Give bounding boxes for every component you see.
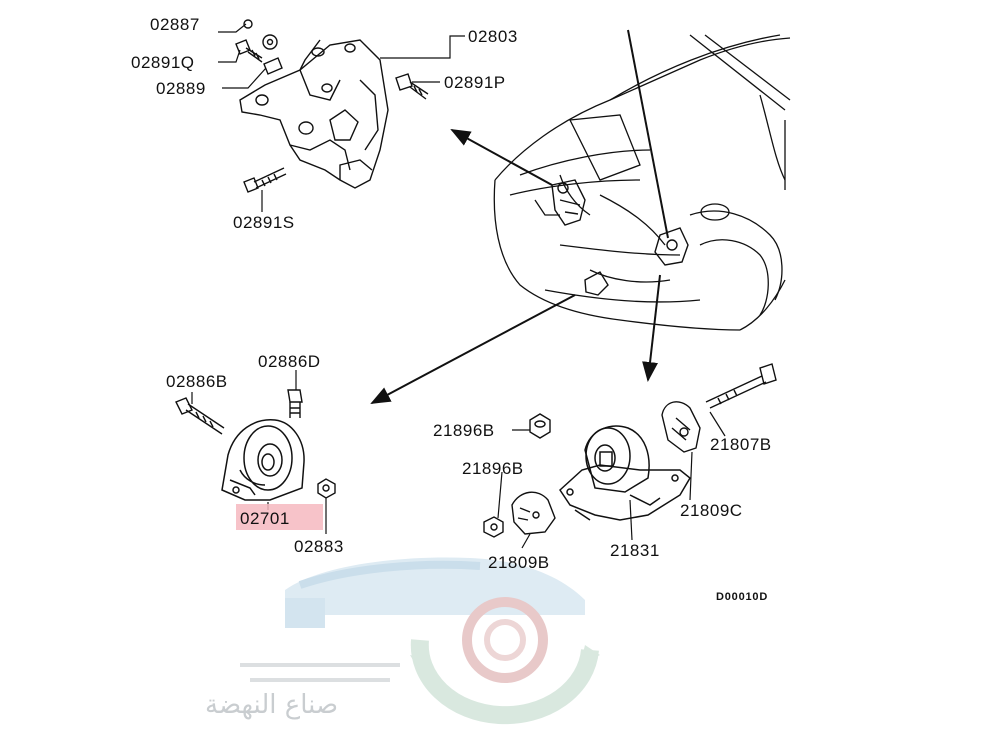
label-02886d: 02886D [258, 352, 321, 371]
label-21896b-bottom: 21896B [462, 459, 524, 478]
highlight-02701 [236, 504, 323, 530]
label-21807b: 21807B [710, 435, 772, 454]
nut-21896b-top [529, 413, 551, 439]
stud-02889 [263, 57, 283, 75]
label-02891p: 02891P [444, 73, 506, 92]
label-02887: 02887 [150, 15, 200, 34]
label-02891s: 02891S [233, 213, 295, 232]
bolt-02891q [235, 39, 263, 63]
bracket-21809b [511, 491, 556, 535]
label-21809c: 21809C [680, 501, 743, 520]
label-21896b-top: 21896B [433, 421, 495, 440]
bracket-02803 [239, 39, 389, 189]
car-body-outline [493, 34, 791, 331]
washer-02887 [243, 19, 278, 50]
nut-02883 [317, 478, 336, 499]
leader-lines [191, 23, 726, 549]
callout-arrows [370, 29, 669, 404]
label-02889: 02889 [156, 79, 206, 98]
car-mount-left [551, 179, 586, 226]
label-21809b: 21809B [488, 553, 550, 572]
bolt-21807b [705, 363, 777, 409]
engine-mount-21831 [559, 425, 691, 521]
label-21831: 21831 [610, 541, 660, 560]
car-mount-front [584, 271, 609, 296]
bracket-21809c [661, 401, 701, 453]
bolt-02891s [243, 167, 287, 193]
drawing-code: D00010D [716, 591, 769, 603]
nut-21896b-bottom [483, 516, 504, 538]
label-02803: 02803 [468, 27, 518, 46]
label-02891q: 02891Q [131, 53, 195, 72]
engine-mount-02701 [221, 419, 305, 501]
bolt-02891p [395, 73, 429, 100]
watermark-text: صناع النهضة [205, 690, 339, 720]
label-02886b: 02886B [166, 372, 228, 391]
label-02883: 02883 [294, 537, 344, 556]
bolt-02886b [175, 397, 225, 435]
watermark-logo [240, 557, 600, 725]
car-mount-right [654, 227, 689, 266]
label-02701: 02701 [240, 509, 290, 528]
bolt-02886d [287, 389, 303, 418]
